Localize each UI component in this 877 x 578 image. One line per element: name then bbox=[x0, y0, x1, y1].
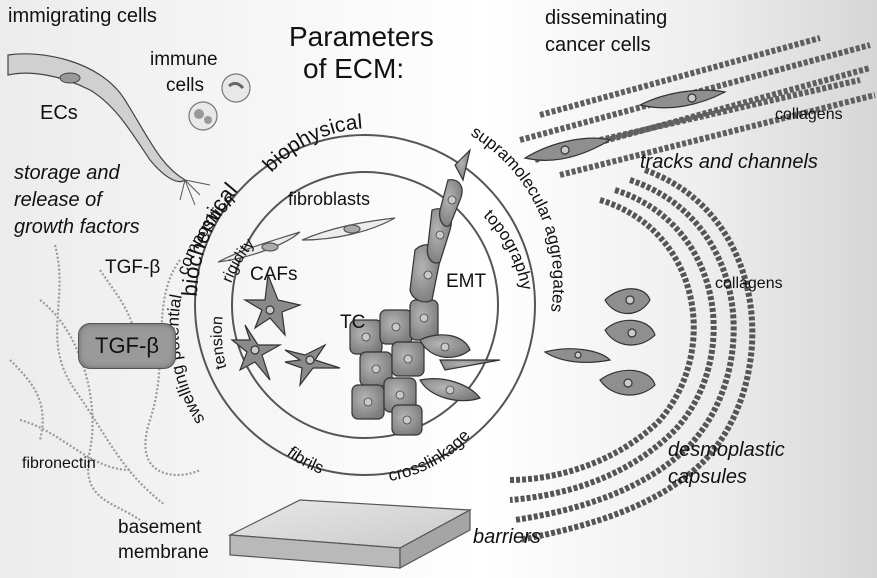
ecs-label: ECs bbox=[40, 102, 78, 124]
inner-word-tension: tension bbox=[209, 315, 231, 371]
collagens-mid-label: collagens bbox=[715, 275, 783, 292]
immune-label-2: cells bbox=[166, 75, 205, 96]
disseminating-label-2: cancer cells bbox=[545, 34, 651, 56]
title-line-2: of ECM: bbox=[303, 53, 405, 84]
tumor-cells bbox=[349, 148, 501, 436]
tgf-beta-box: TGF-β bbox=[78, 323, 176, 369]
storage-label-3: growth factors bbox=[14, 216, 140, 238]
tc-label: TC bbox=[340, 312, 366, 333]
immune-label-1: immune bbox=[150, 49, 218, 70]
basement-label-2: membrane bbox=[118, 542, 209, 563]
storage-label-2: release of bbox=[14, 189, 102, 211]
disseminating-label-1: disseminating bbox=[545, 7, 668, 29]
barriers-label: barriers bbox=[473, 526, 541, 548]
emt-label: EMT bbox=[446, 271, 487, 292]
storage-label-1: storage and bbox=[14, 162, 120, 184]
inner-ring bbox=[231, 171, 499, 439]
inner-word-topography: topography bbox=[480, 206, 536, 292]
desmoplastic-label-2: capsules bbox=[668, 466, 747, 488]
title-line-1: Parameters bbox=[289, 21, 434, 52]
outer-ring bbox=[194, 134, 536, 476]
inner-word-fibrils: fibrils bbox=[284, 443, 327, 478]
tgf-beta-box-text: TGF-β bbox=[95, 333, 159, 358]
desmoplastic-label-1: desmoplastic bbox=[668, 439, 785, 461]
fibroblasts-label: fibroblasts bbox=[288, 189, 371, 209]
capsule-collagens bbox=[509, 167, 756, 543]
basement-membrane-slab bbox=[227, 499, 473, 570]
fibronectin-label: fibronectin bbox=[22, 455, 96, 472]
immune-cells bbox=[188, 73, 251, 131]
fibroblasts bbox=[217, 217, 396, 263]
immigrating-cells-label: immigrating cells bbox=[8, 5, 157, 27]
disseminating-cells bbox=[523, 89, 727, 161]
endothelial-cell bbox=[7, 53, 211, 206]
collagens-top-label: collagens bbox=[775, 106, 843, 123]
cafs bbox=[230, 274, 341, 388]
tracks-label: tracks and channels bbox=[640, 151, 818, 173]
cafs-label: CAFs bbox=[250, 264, 298, 285]
fibronectin-network bbox=[9, 244, 201, 521]
capsule-cells bbox=[543, 288, 656, 396]
basement-label-1: basement bbox=[118, 517, 202, 538]
inner-ring-title: biophysical bbox=[259, 110, 364, 176]
tgf-beta-label: TGF-β bbox=[105, 257, 161, 278]
